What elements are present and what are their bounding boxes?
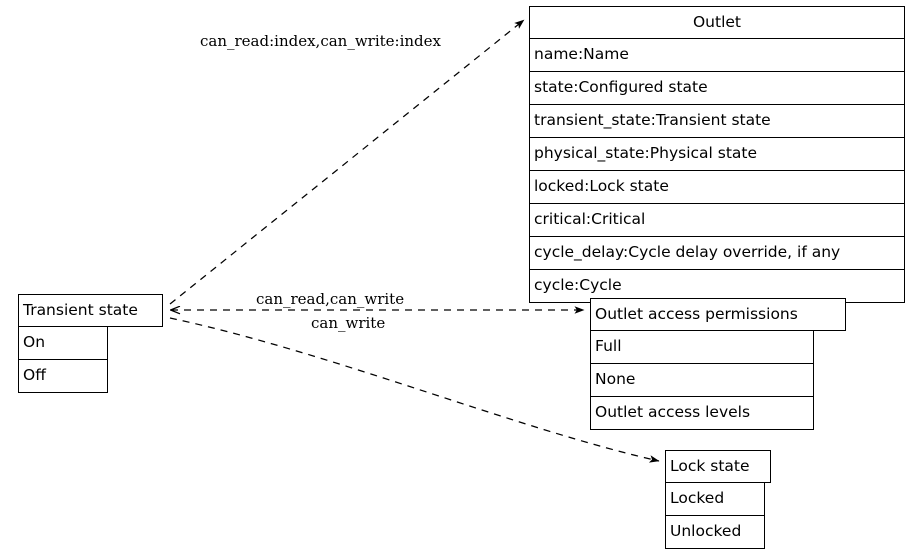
outlet-attr-physical-state: physical_state:Physical state — [529, 138, 905, 171]
outlet-class-title: Outlet — [529, 6, 905, 39]
outlet-attr-transient-state: transient_state:Transient state — [529, 105, 905, 138]
outlet-access-permissions-value-none: None — [590, 364, 814, 397]
outlet-attr-cycle-delay: cycle_delay:Cycle delay override, if any — [529, 237, 905, 270]
outlet-access-permissions-box[interactable]: Outlet access permissions Full None Outl… — [590, 298, 846, 430]
outlet-access-permissions-value-levels: Outlet access levels — [590, 397, 814, 430]
outlet-attr-critical: critical:Critical — [529, 204, 905, 237]
transient-state-enum-box[interactable]: Transient state On Off — [18, 294, 163, 393]
edge-label-can-write: can_write — [311, 314, 386, 332]
outlet-access-permissions-value-full: Full — [590, 331, 814, 364]
transient-state-title: Transient state — [18, 294, 163, 327]
edge-transient-to-outlet-line — [169, 19, 525, 305]
outlet-attr-name: name:Name — [529, 39, 905, 72]
lock-state-value-locked: Locked — [665, 483, 765, 516]
outlet-attr-locked: locked:Lock state — [529, 171, 905, 204]
edge-label-can-read-index-can-write-index: can_read:index,can_write:index — [200, 32, 441, 50]
edge-transient-to-lock-state-line — [169, 317, 660, 463]
transient-state-value-off: Off — [18, 360, 108, 393]
lock-state-title: Lock state — [665, 450, 771, 483]
outlet-access-permissions-title: Outlet access permissions — [590, 298, 846, 331]
outlet-class-box[interactable]: Outlet name:Name state:Configured state … — [529, 6, 905, 303]
transient-state-value-on: On — [18, 327, 108, 360]
lock-state-enum-box[interactable]: Lock state Locked Unlocked — [665, 450, 771, 549]
lock-state-value-unlocked: Unlocked — [665, 516, 765, 549]
outlet-attr-cycle: cycle:Cycle — [529, 270, 905, 303]
outlet-attr-state: state:Configured state — [529, 72, 905, 105]
edge-label-can-read-can-write: can_read,can_write — [256, 290, 405, 308]
